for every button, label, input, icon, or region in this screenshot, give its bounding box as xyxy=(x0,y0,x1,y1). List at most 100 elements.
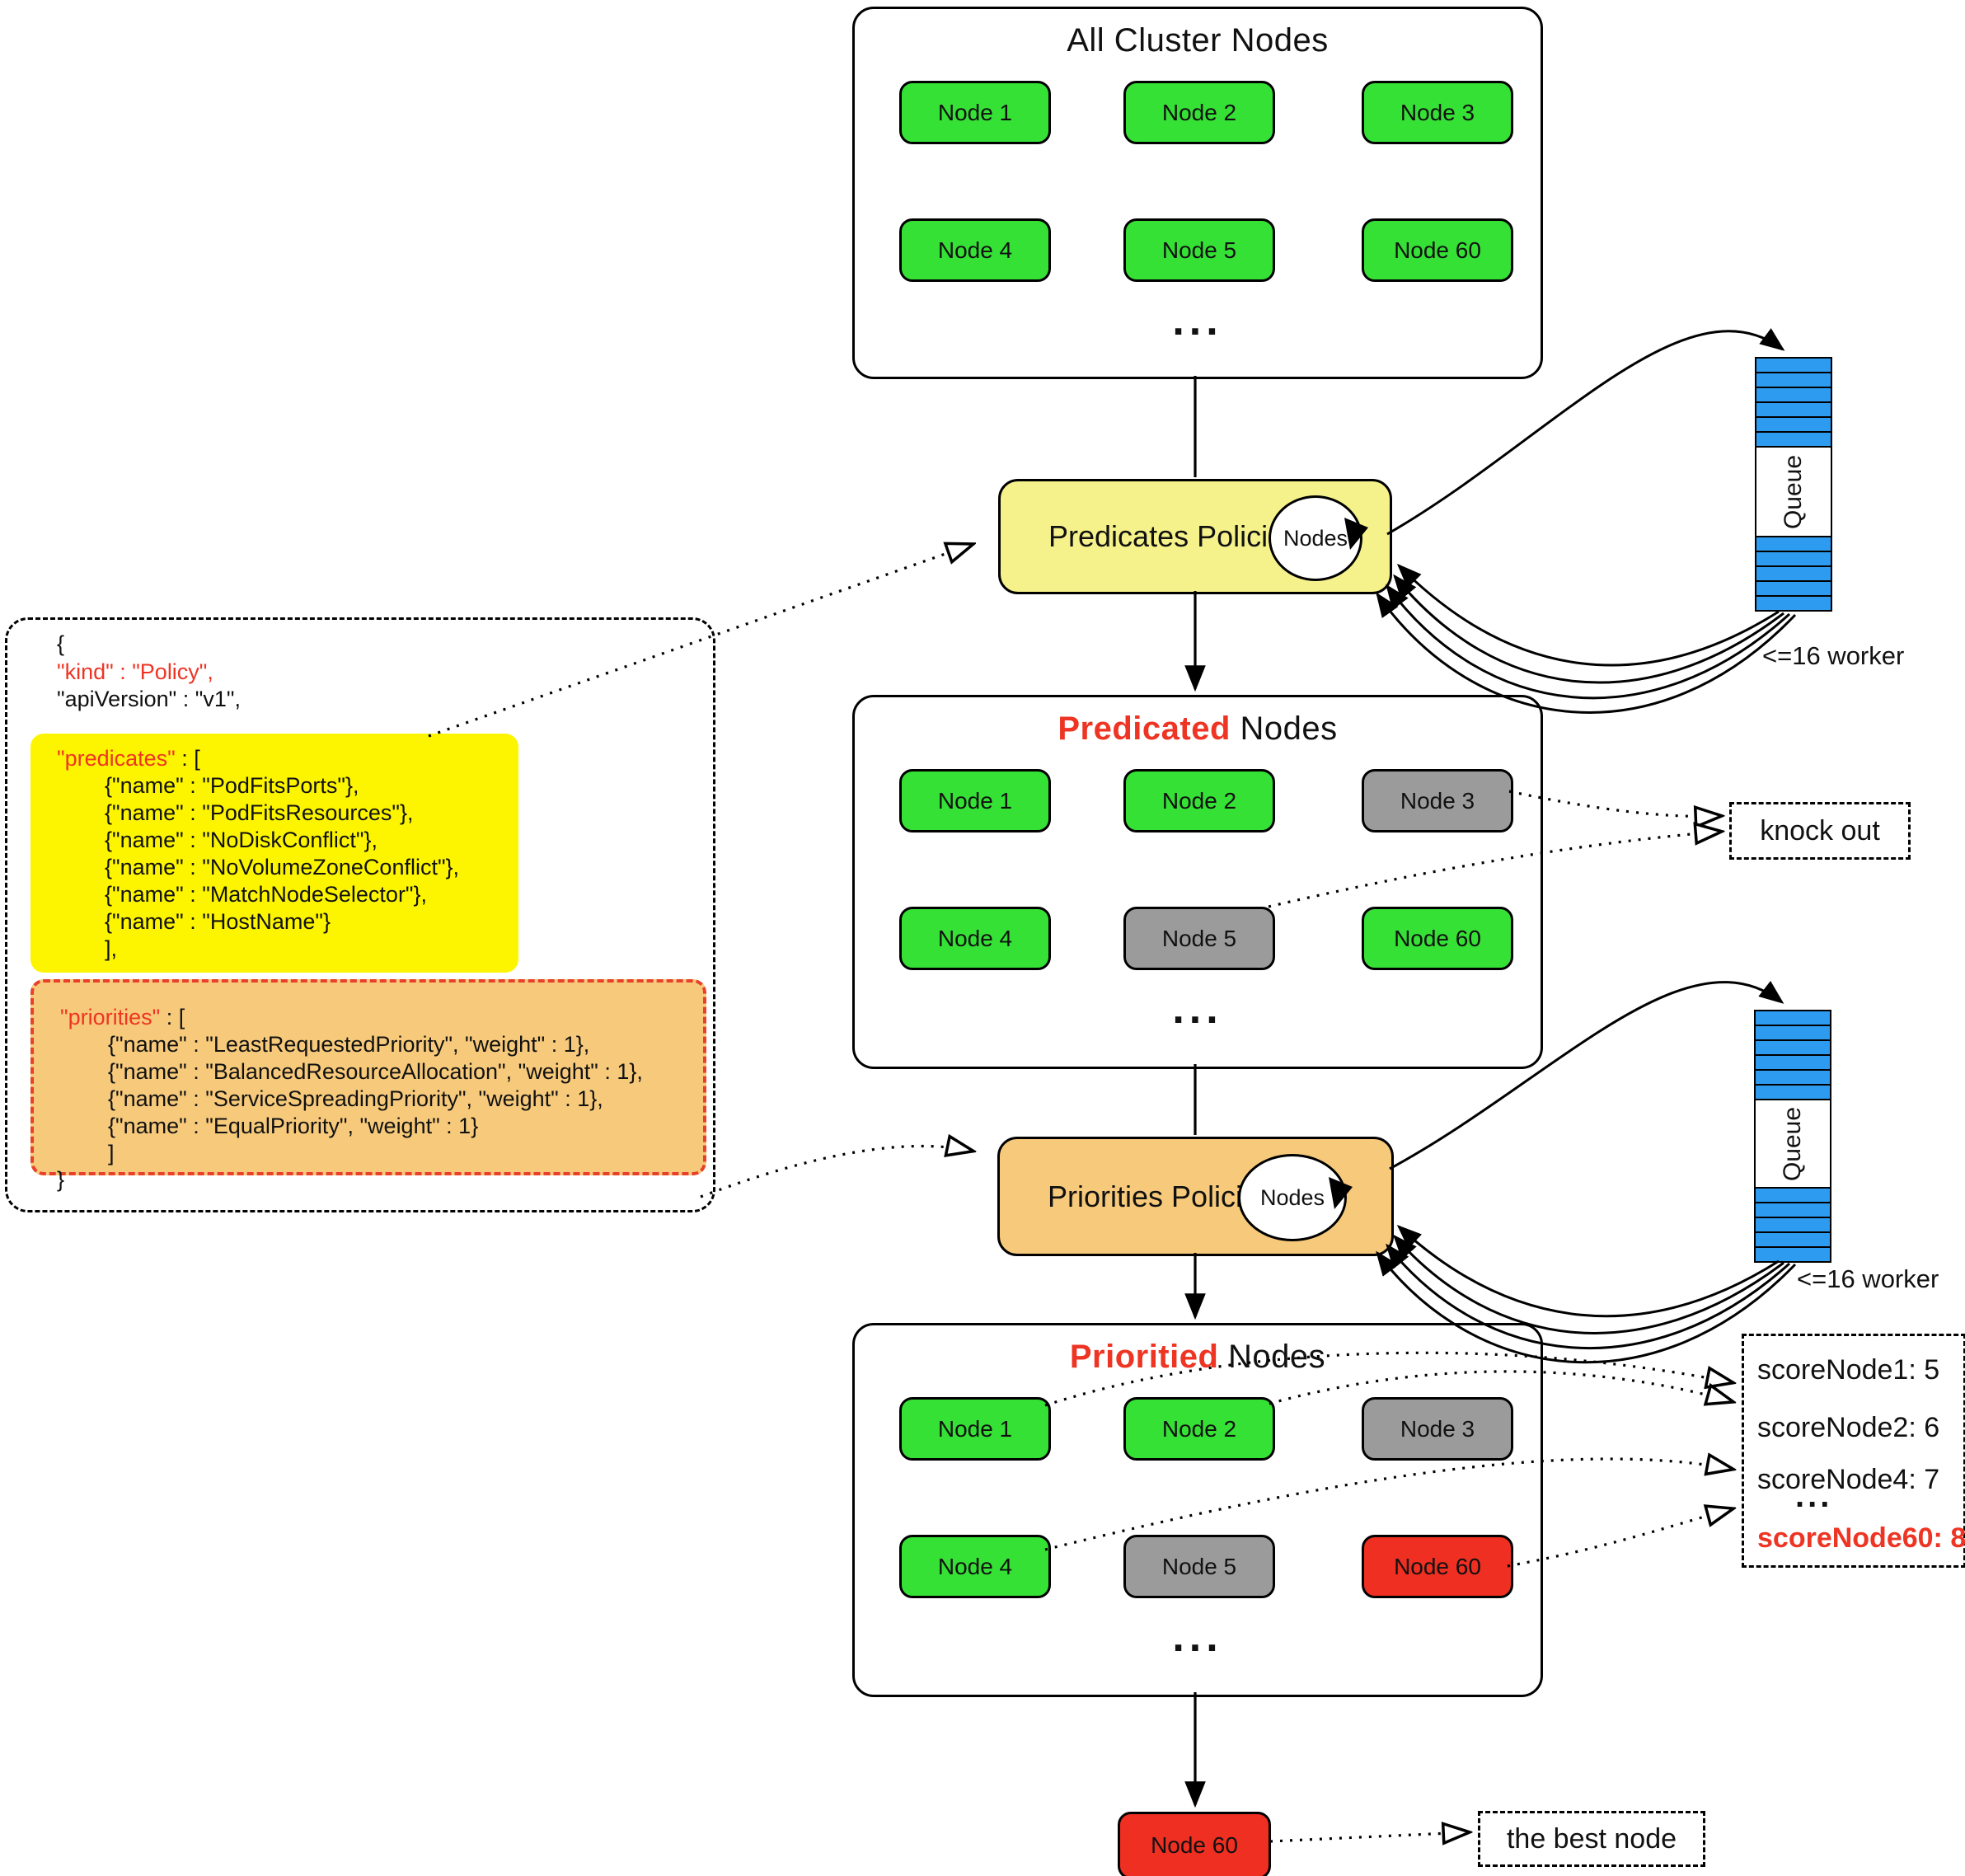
queue-label-section: Queue xyxy=(1756,448,1831,537)
policy-json-box: { "kind" : "Policy", "apiVersion" : "v1"… xyxy=(5,617,715,1212)
priorities-policies-label: Priorities Policies xyxy=(1048,1179,1274,1213)
queue-slot xyxy=(1756,1233,1830,1248)
policy-apiversion-line: "apiVersion" : "v1", xyxy=(57,687,241,711)
priorities-nodes-cycle-label: Nodes xyxy=(1259,1184,1325,1210)
priority-item: {"name" : "LeastRequestedPriority", "wei… xyxy=(108,1032,590,1057)
predicates-queue: Queue xyxy=(1755,357,1832,612)
all-node-3: Node 3 xyxy=(1362,81,1513,144)
queue-label-section: Queue xyxy=(1756,1100,1830,1189)
worker-return-arrow xyxy=(1386,584,1791,700)
predicates-queue-arrows xyxy=(1376,328,1797,714)
priorities-queue: Queue xyxy=(1754,1010,1831,1263)
policy-close-brace: } xyxy=(57,1167,65,1192)
queue-slot xyxy=(1756,403,1831,418)
predicate-item: {"name" : "NoVolumeZoneConflict"}, xyxy=(105,855,460,879)
queue-slot xyxy=(1756,1189,1830,1203)
predicate-item: {"name" : "PodFitsPorts"}, xyxy=(105,773,359,798)
all-node-2: Node 2 xyxy=(1123,81,1275,144)
prioritied-title-highlight: Prioritied xyxy=(1069,1339,1219,1375)
queue-slot xyxy=(1756,567,1831,582)
knock-out-label: knock out xyxy=(1760,814,1880,847)
priorities-json-to-policy-arrow xyxy=(700,1146,971,1198)
queue-slot xyxy=(1756,1011,1830,1026)
predicated-nodes-title: Predicated Nodes xyxy=(855,711,1541,748)
queue-slot xyxy=(1756,373,1831,388)
predicates-key: "predicates" xyxy=(57,746,176,771)
queue-slot xyxy=(1756,1218,1830,1233)
best-node-result: Node 60 xyxy=(1118,1812,1271,1876)
queue-slot xyxy=(1756,418,1831,433)
queue-slot xyxy=(1756,1071,1830,1086)
prioritied-node-3: Node 3 xyxy=(1362,1397,1513,1461)
queue-label: Queue xyxy=(1780,454,1808,529)
predicated-node-5: Node 5 xyxy=(1123,907,1275,970)
predicated-nodes-box: Predicated Nodes Node 1 Node 2 Node 3 No… xyxy=(852,695,1543,1069)
more-nodes-ellipsis: ... xyxy=(1172,297,1223,345)
predicates-nodes-cycle-label: Nodes xyxy=(1283,525,1348,551)
predicated-node-3: Node 3 xyxy=(1362,769,1513,832)
queue-slot xyxy=(1756,582,1831,597)
policy-predicates-block: "predicates" : [ {"name" : "PodFitsPorts… xyxy=(30,734,518,973)
queue-slot xyxy=(1756,359,1831,373)
score-node1: scoreNode1: 5 xyxy=(1757,1354,1940,1386)
prioritied-nodes-title: Prioritied Nodes xyxy=(855,1339,1541,1376)
priorities-nodes-cycle: Nodes xyxy=(1238,1154,1347,1241)
policy-priorities-block: "priorities" : [ {"name" : "LeastRequest… xyxy=(30,979,706,1175)
all-cluster-nodes-title: All Cluster Nodes xyxy=(1067,22,1329,59)
worker-return-arrow xyxy=(1393,1234,1784,1334)
priorities-worker-label: <=16 worker xyxy=(1797,1264,1939,1293)
predicates-open: : [ xyxy=(175,746,200,771)
prioritied-node-4: Node 4 xyxy=(899,1535,1051,1598)
predicates-policies-label: Predicates Policies xyxy=(1048,519,1300,553)
priorities-key: "priorities" xyxy=(60,1005,161,1029)
policy-kind-line: "kind" : "Policy", xyxy=(57,659,213,684)
queue-label: Queue xyxy=(1779,1106,1807,1181)
predicate-item: {"name" : "PodFitsResources"}, xyxy=(105,800,414,825)
queue-slot xyxy=(1756,1041,1830,1056)
more-nodes-ellipsis: ... xyxy=(1172,985,1223,1033)
predicates-key-line: "predicates" : [ xyxy=(57,745,518,772)
best-node-label: the best node xyxy=(1506,1822,1677,1855)
queue-slot xyxy=(1756,1086,1830,1100)
queue-slot xyxy=(1756,1248,1830,1261)
all-node-4: Node 4 xyxy=(899,218,1051,282)
predicated-title-highlight: Predicated xyxy=(1058,711,1231,747)
predicated-title-rest: Nodes xyxy=(1230,711,1338,747)
prioritied-node-2: Node 2 xyxy=(1123,1397,1275,1461)
policy-open-brace: { xyxy=(57,631,65,656)
queue-slot xyxy=(1756,537,1831,552)
queue-slot xyxy=(1756,1203,1830,1218)
all-node-5: Node 5 xyxy=(1123,218,1275,282)
prioritied-node-60: Node 60 xyxy=(1362,1535,1513,1598)
predicate-item: {"name" : "HostName"} xyxy=(105,909,331,934)
score-node4: scoreNode4: 7 xyxy=(1757,1464,1940,1495)
score-ellipsis: ... xyxy=(1795,1478,1833,1514)
predicate-item: {"name" : "MatchNodeSelector"}, xyxy=(105,882,428,907)
priority-item: {"name" : "EqualPriority", "weight" : 1} xyxy=(108,1114,479,1138)
score-box: scoreNode1: 5 scoreNode2: 6 scoreNode4: … xyxy=(1742,1334,1965,1568)
predicate-item: {"name" : "NoDiskConflict"}, xyxy=(105,828,378,852)
best-node-box: the best node xyxy=(1478,1811,1705,1867)
knock-out-box: knock out xyxy=(1729,802,1911,860)
score-node60: scoreNode60: 8 xyxy=(1757,1522,1965,1554)
predicated-node-2: Node 2 xyxy=(1123,769,1275,832)
more-nodes-ellipsis: ... xyxy=(1172,1613,1223,1661)
prioritied-nodes-box: Prioritied Nodes Node 1 Node 2 Node 3 No… xyxy=(852,1323,1543,1697)
predicates-close: ], xyxy=(105,936,118,961)
priorities-open: : [ xyxy=(160,1005,185,1029)
all-node-60: Node 60 xyxy=(1362,218,1513,282)
queue-slot xyxy=(1756,433,1831,448)
score-node2: scoreNode2: 6 xyxy=(1757,1412,1940,1443)
predicated-node-4: Node 4 xyxy=(899,907,1051,970)
priorities-key-line: "priorities" : [ xyxy=(60,1004,703,1031)
prioritied-title-rest: Nodes xyxy=(1218,1339,1326,1375)
worker-return-arrow xyxy=(1396,1224,1780,1318)
prioritied-node-5: Node 5 xyxy=(1123,1535,1275,1598)
predicated-node-1: Node 1 xyxy=(899,769,1051,832)
queue-slot xyxy=(1756,1056,1830,1071)
priority-item: {"name" : "ServiceSpreadingPriority", "w… xyxy=(108,1086,603,1111)
node60-best-node-arrow xyxy=(1269,1832,1467,1841)
predicated-node-60: Node 60 xyxy=(1362,907,1513,970)
all-cluster-nodes-box: All Cluster Nodes Node 1 Node 2 Node 3 N… xyxy=(852,7,1543,379)
